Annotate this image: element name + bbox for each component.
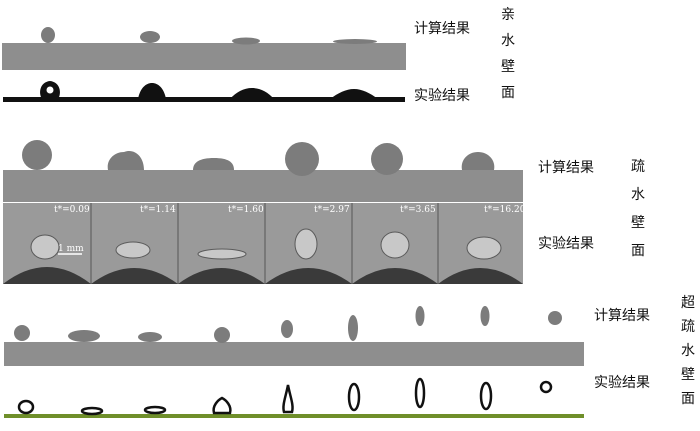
side-char: 亲 [501,7,515,23]
sim-droplet [68,330,100,342]
frame-separators [90,203,439,284]
side-char: 面 [681,391,695,407]
experiment-label-1: 实验结果 [414,88,470,104]
substrates [3,267,523,284]
panel-hydrophilic [2,27,406,102]
exp-drop [282,384,294,414]
side-char: 水 [631,187,645,203]
computed-label-2: 计算结果 [538,160,594,176]
experiment-label-3: 实验结果 [594,375,650,391]
computed-label-3: 计算结果 [594,308,650,324]
exp-drop [17,399,35,415]
time-label: t*=16.20 [484,205,526,215]
time-label: t*=3.65 [400,205,436,215]
photo-droplet [30,234,60,260]
exp-drop [143,405,167,415]
sim-droplet [214,327,230,343]
sim-droplet [41,27,55,43]
time-label: t*=1.14 [140,205,176,215]
computed-label-1: 计算结果 [414,21,470,37]
time-label: t*=0.09 [54,205,90,215]
sim-droplet [461,152,495,170]
side-char: 水 [501,33,515,49]
sim-droplet [333,39,377,44]
side-char: 壁 [631,215,645,231]
exp-drops-1 [40,81,378,99]
side-label-hydrophobic: 疏 水 壁 面 [630,160,646,258]
photo-droplet [380,231,410,259]
sim-surface-1 [2,43,406,70]
exp-drop [414,377,426,409]
photo-droplet [466,236,502,260]
sim-droplet [371,143,403,175]
sim-droplet [285,142,319,176]
sim-droplet [14,325,30,341]
sim-droplet [232,37,260,45]
sim-droplet [348,315,358,341]
photo-droplets [30,228,502,260]
side-char: 壁 [501,59,515,75]
sim-droplet [415,306,425,326]
exp-drop [347,382,361,412]
exp-drop-highlight [46,86,54,94]
exp-drop [230,88,274,99]
time-label: t*=2.97 [314,205,350,215]
side-char: 疏 [631,159,645,175]
photo-droplet [294,228,318,260]
side-char: 面 [631,243,645,259]
exp-drop [539,380,553,394]
side-char: 超 [681,295,695,311]
exp-photo-2 [3,203,523,284]
exp-surface-1 [3,97,405,102]
exp-drop [330,89,378,99]
exp-drop [212,396,232,415]
side-char: 疏 [681,319,695,335]
sim-droplet [107,150,144,170]
sim-surface-3 [4,342,584,366]
exp-surface-3 [4,414,584,418]
photo-droplet [115,241,151,259]
scale-bar-label: 1 mm [58,244,84,254]
time-label: t*=1.60 [228,205,264,215]
side-label-hydrophilic: 亲 水 壁 面 [500,8,516,100]
experiment-label-2: 实验结果 [538,236,594,252]
sim-surface-2 [3,170,523,202]
exp-drop [479,381,493,411]
sim-droplet [548,311,562,325]
sim-droplet [22,140,52,170]
sim-droplet [193,158,234,170]
sim-droplet [140,31,160,43]
side-label-superhydrophobic: 超 疏 水 壁 面 [680,296,696,406]
panel-hydrophobic: 1 mm t*=0.09 t*=1.14 t*=1.60 t*=2.97 t*=… [3,140,526,284]
sim-droplet [480,306,490,326]
panel-superhydrophobic [4,306,584,418]
exp-drop [138,83,166,99]
sim-droplet [138,332,162,342]
exp-drop [80,406,104,416]
photo-droplet [197,248,247,260]
sim-droplet [281,320,293,338]
side-char: 壁 [681,367,695,383]
side-char: 水 [681,343,695,359]
side-char: 面 [501,85,515,101]
exp-drops-3 [17,377,553,416]
